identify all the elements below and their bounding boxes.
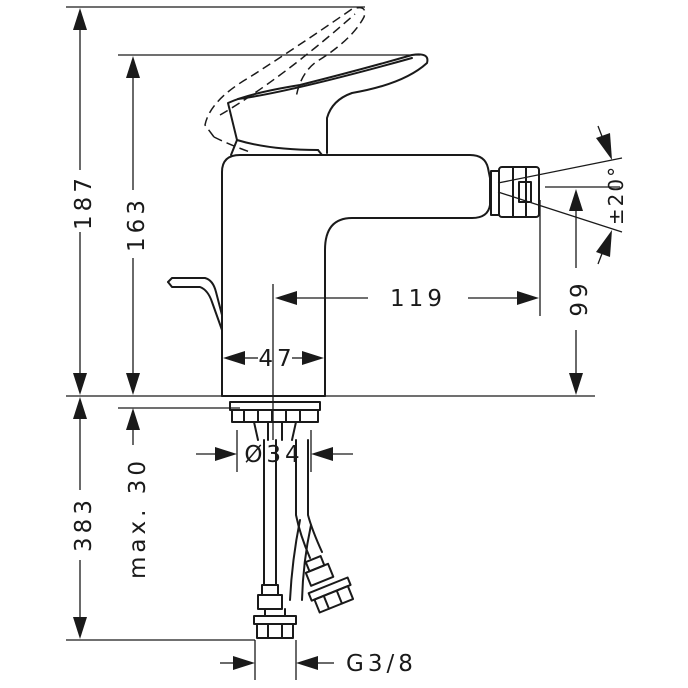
total-height-label: 187 — [71, 174, 97, 230]
dimension-hose-length: 383 — [71, 397, 97, 639]
dimension-max-thickness: max. 30 — [125, 408, 151, 579]
dimension-mounting-hole: Ø34 — [196, 442, 353, 468]
connection-thread-label: G3/8 — [346, 651, 417, 677]
spout-height-label: 163 — [124, 196, 150, 252]
faucet-body — [221, 154, 491, 397]
body-width-label: 47 — [258, 346, 295, 372]
dimension-spout-reach: 119 — [275, 286, 539, 312]
spout-reach-label: 119 — [390, 286, 446, 312]
dimension-body-width: 47 — [223, 346, 324, 372]
flexible-hoses — [263, 439, 323, 601]
dimension-total-height: 187 — [71, 8, 97, 395]
dimension-outlet-height: 99 — [567, 189, 593, 395]
lever-handle-alternate-position — [204, 6, 366, 153]
mounting-set — [229, 401, 321, 441]
hose-connectors — [253, 555, 355, 639]
dimension-spout-height: 163 — [124, 56, 150, 395]
mounting-hole-label: Ø34 — [244, 442, 303, 468]
spout-aerator — [490, 166, 540, 218]
hose-length-label: 383 — [71, 496, 97, 552]
outlet-height-label: 99 — [567, 279, 593, 316]
dimension-connection-thread: G3/8 — [220, 651, 417, 677]
dimension-swivel-angle: ±20° — [596, 125, 628, 265]
lever-handle — [227, 53, 429, 156]
pop-up-rod — [167, 277, 223, 331]
max-thickness-label: max. 30 — [125, 457, 151, 579]
swivel-angle-label: ±20° — [604, 165, 628, 225]
extension-lines — [66, 6, 623, 680]
